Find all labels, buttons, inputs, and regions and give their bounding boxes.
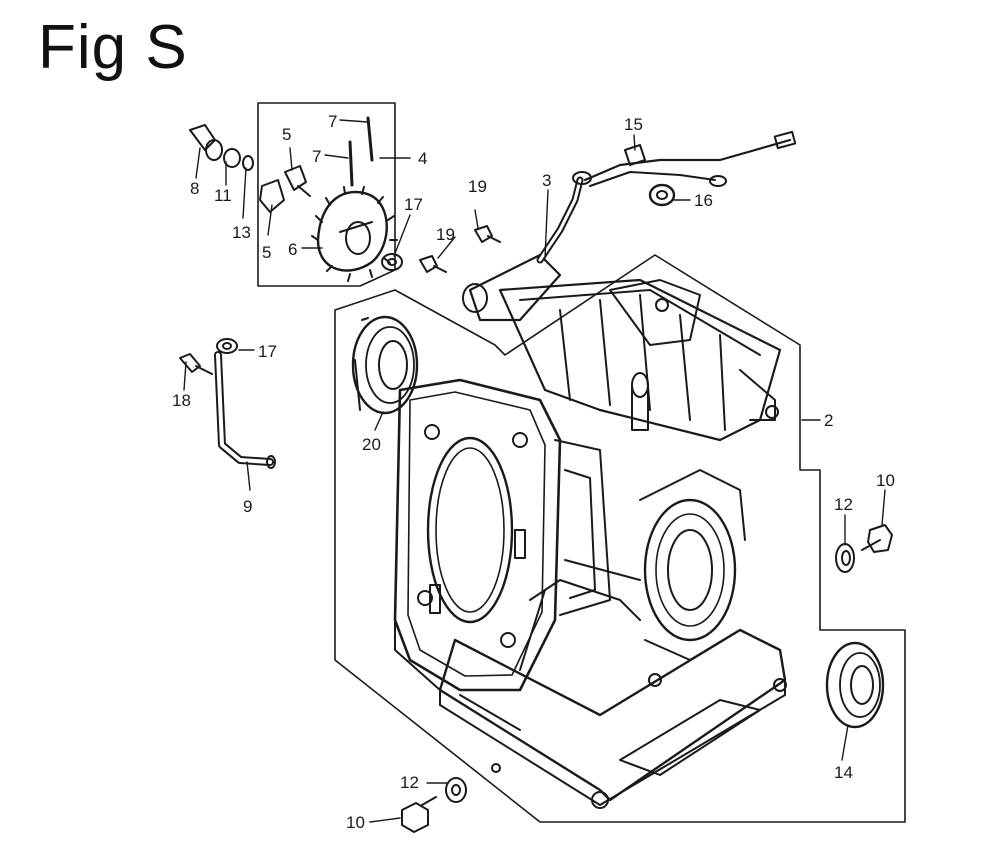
crankcase-group-outline [334, 254, 906, 823]
callout-8: 8 [190, 179, 199, 198]
callout-19-upper: 19 [468, 177, 487, 196]
clip-18 [179, 353, 213, 375]
oil-seal-20 [351, 315, 419, 415]
washer-12-right [835, 543, 855, 573]
callout-20: 20 [362, 435, 381, 454]
callout-labels: 8 11 13 5 5 7 7 4 6 17 17 19 19 3 15 16 … [172, 112, 895, 832]
callout-10-right: 10 [876, 471, 895, 490]
figure-title: Fig S [38, 13, 188, 82]
gear-6 [311, 186, 398, 282]
parts-8-11-13 [189, 124, 254, 171]
wire-harness-15 [583, 130, 797, 187]
callout-3: 3 [542, 171, 551, 190]
bolt-10-bottom [401, 796, 437, 833]
washer-17-upper [381, 253, 403, 271]
crankcase-body [393, 278, 787, 809]
washer-17-lower [216, 338, 238, 354]
callout-18: 18 [172, 391, 191, 410]
callout-7-lower: 7 [312, 147, 321, 166]
callout-17-lower: 17 [258, 342, 277, 361]
callout-15: 15 [624, 115, 643, 134]
callout-6: 6 [288, 240, 297, 259]
callout-5-lower: 5 [262, 243, 271, 262]
callout-2: 2 [824, 411, 833, 430]
callout-14: 14 [834, 763, 853, 782]
callout-16: 16 [694, 191, 713, 210]
oil-seal-14 [825, 641, 885, 729]
washer-12-bottom [445, 777, 467, 803]
bolt-19-upper [474, 225, 501, 243]
tube-9 [214, 351, 276, 469]
breather-tube-3 [462, 171, 592, 322]
callout-13: 13 [232, 223, 251, 242]
callout-17-upper: 17 [404, 195, 423, 214]
callout-12-right: 12 [834, 495, 853, 514]
governor-parts-5 [259, 165, 311, 213]
grommet-16 [648, 183, 676, 207]
callout-5-upper: 5 [282, 125, 291, 144]
leader-lines [183, 119, 886, 823]
pins-7 [348, 116, 374, 187]
callout-7-upper: 7 [328, 112, 337, 131]
callout-19-lower: 19 [436, 225, 455, 244]
callout-12-bottom: 12 [400, 773, 419, 792]
bolt-10-right [861, 524, 893, 553]
callout-4: 4 [418, 149, 427, 168]
callout-10-bottom: 10 [346, 813, 365, 832]
callout-11: 11 [214, 186, 232, 205]
bolt-19-lower [419, 255, 447, 273]
callout-9: 9 [243, 497, 252, 516]
